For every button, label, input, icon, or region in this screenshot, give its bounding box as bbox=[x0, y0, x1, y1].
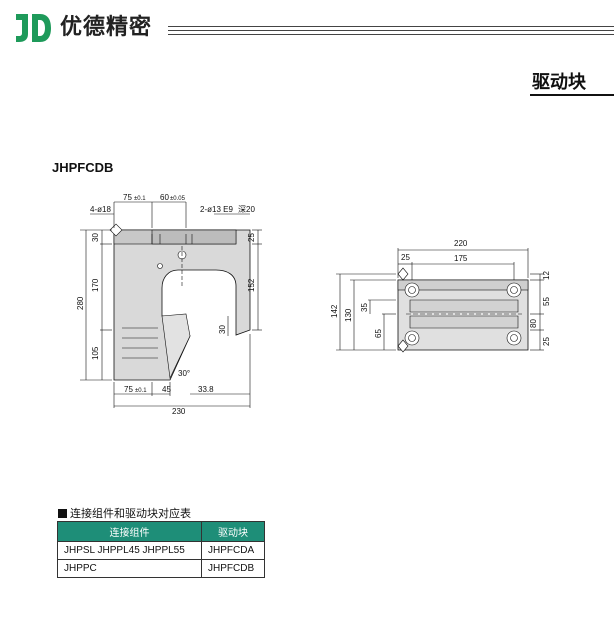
dim-bottom-width: 75 bbox=[124, 385, 133, 394]
dim-bottom-width-tol: ±0.1 bbox=[135, 388, 147, 394]
dim-rv-overall-width: 220 bbox=[454, 239, 468, 248]
dim-upper-height: 170 bbox=[91, 278, 100, 292]
table-row: JHPSL JHPPL45 JHPPL55 JHPFCDA bbox=[57, 541, 265, 560]
dim-right-height: 152 bbox=[247, 278, 256, 292]
table-cell-block: JHPFCDB bbox=[201, 559, 265, 578]
dim-rv-height-130: 130 bbox=[344, 308, 353, 322]
dim-lower-height: 105 bbox=[91, 346, 100, 360]
header-rule bbox=[168, 30, 614, 31]
dim-rv-left-offset: 25 bbox=[401, 253, 410, 262]
dim-rv-top-right: 12 bbox=[542, 271, 551, 280]
left-view-body bbox=[113, 229, 251, 381]
section-underline bbox=[530, 94, 614, 96]
table-caption-text: 连接组件和驱动块对应表 bbox=[70, 507, 191, 520]
dim-rv-right-mid: 55 bbox=[542, 297, 551, 306]
dim-hole-right-depth: 深20 bbox=[238, 205, 255, 214]
model-code: JHPFCDB bbox=[52, 160, 114, 175]
dim-rv-height-35: 35 bbox=[360, 303, 369, 312]
dim-overall-width: 230 bbox=[172, 407, 186, 416]
dim-right-top: 25 bbox=[247, 233, 256, 242]
dim-hole-right: 2-ø13 E9 bbox=[200, 205, 233, 214]
table-cell-component: JHPPC bbox=[57, 559, 202, 578]
brand-name: 优德精密 bbox=[60, 15, 153, 40]
dim-top-right: 60 bbox=[160, 193, 169, 202]
header-rule bbox=[168, 26, 614, 27]
dim-jaw: 30 bbox=[218, 325, 227, 334]
bolt-icon bbox=[404, 282, 522, 346]
table-cell-component: JHPSL JHPPL45 JHPPL55 bbox=[57, 541, 202, 560]
dim-hole-left: 4-ø18 bbox=[90, 205, 111, 214]
dim-rv-right-lower: 80 bbox=[529, 319, 538, 328]
table-header-row: 连接组件 驱动块 bbox=[57, 521, 265, 542]
table-cell-block: JHPFCDA bbox=[201, 541, 265, 560]
table-header-cell: 连接组件 bbox=[57, 521, 202, 542]
correspondence-table: 连接组件 驱动块 JHPSL JHPPL45 JHPPL55 JHPFCDA J… bbox=[57, 521, 265, 578]
header-rule bbox=[168, 34, 614, 35]
dim-rv-hole-pitch: 175 bbox=[454, 254, 468, 263]
dim-top-right-tol: ±0.05 bbox=[170, 196, 186, 202]
dim-upper-thickness: 30 bbox=[91, 233, 100, 242]
technical-drawing: 75 ±0.1 60 ±0.05 4-ø18 2-ø13 E9 深20 30 2… bbox=[76, 193, 551, 416]
table-header-cell: 驱动块 bbox=[201, 521, 265, 542]
section-title: 驱动块 bbox=[532, 72, 586, 93]
table-caption: 连接组件和驱动块对应表 bbox=[58, 505, 191, 521]
dim-bottom-mid: 45 bbox=[162, 385, 171, 394]
dim-bottom-offset: 33.8 bbox=[198, 385, 214, 394]
dim-rv-overall-height: 142 bbox=[330, 304, 339, 318]
brand-logo bbox=[16, 14, 51, 42]
dim-rv-height-65: 65 bbox=[374, 329, 383, 338]
dim-rv-right-bottom: 25 bbox=[542, 337, 551, 346]
dim-top-width: 75 bbox=[123, 193, 132, 202]
dim-angle: 30° bbox=[178, 369, 190, 378]
table-row: JHPPC JHPFCDB bbox=[57, 559, 265, 578]
dim-top-width-tol: ±0.1 bbox=[134, 196, 146, 202]
dim-overall-height: 280 bbox=[76, 296, 85, 310]
bullet-square-icon bbox=[58, 509, 67, 518]
